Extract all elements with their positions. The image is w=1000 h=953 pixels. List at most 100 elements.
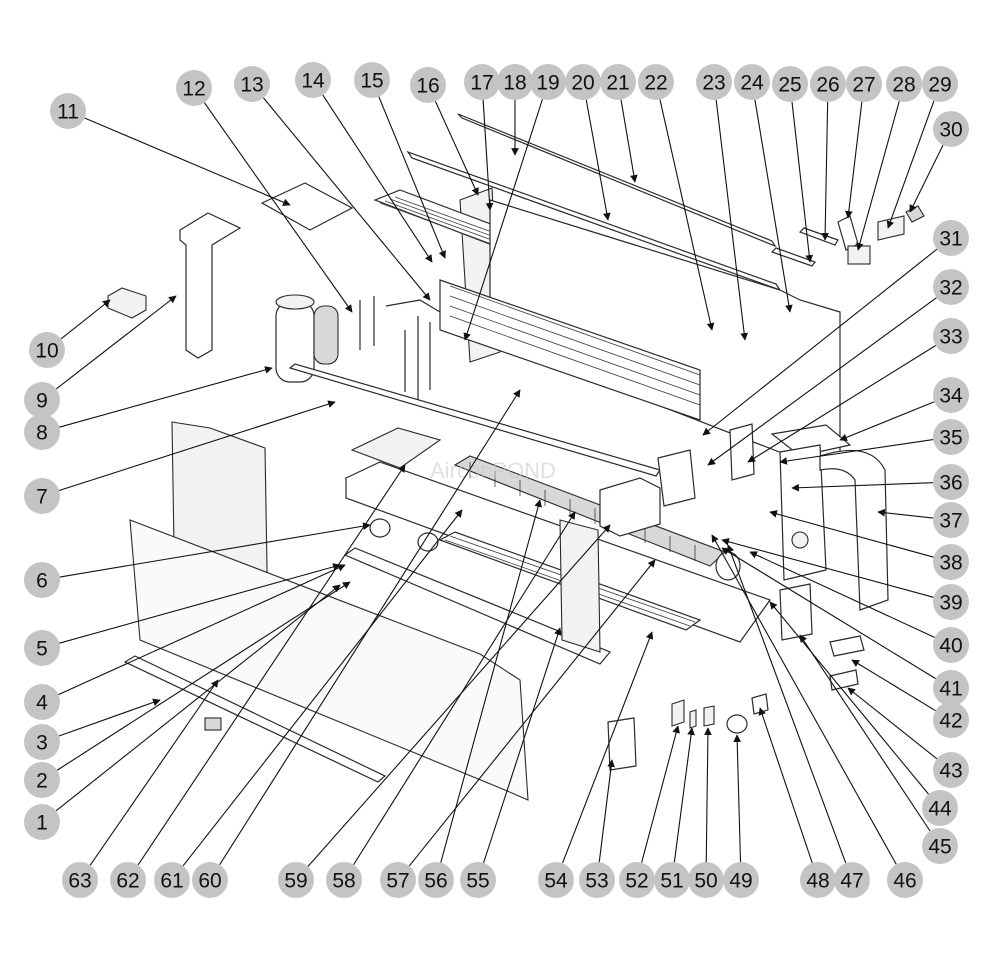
callout-circle-11 [50, 93, 86, 129]
part-control-bar [123, 655, 387, 783]
part-50 [703, 705, 715, 727]
callout-48: 48 [800, 862, 836, 898]
callout-38: 38 [933, 544, 969, 580]
callout-number-5: 5 [36, 638, 48, 661]
callout-21: 21 [600, 64, 636, 100]
callout-13: 13 [234, 66, 270, 102]
callout-circle-46 [887, 862, 923, 898]
callout-61: 61 [154, 862, 190, 898]
callout-circle-4 [24, 684, 60, 720]
callout-number-10: 10 [35, 340, 58, 363]
part-relay-41 [829, 635, 865, 657]
callout-number-35: 35 [939, 427, 962, 450]
callout-8: 8 [24, 414, 60, 450]
leader-line-7 [58, 400, 336, 492]
callout-number-40: 40 [939, 635, 962, 658]
callout-circle-53 [579, 862, 615, 898]
callout-circle-59 [278, 862, 314, 898]
part-right-side-cover [819, 449, 889, 611]
leader-line-43 [847, 687, 938, 760]
callout-number-54: 54 [544, 870, 568, 893]
leader-line-27 [844, 101, 863, 219]
callout-circle-8 [24, 414, 60, 450]
callout-51: 51 [654, 862, 690, 898]
callout-circle-20 [565, 64, 601, 100]
callout-number-34: 34 [939, 385, 963, 408]
leader-line-53 [598, 759, 615, 863]
leader-line-58 [353, 511, 576, 866]
callout-circle-63 [62, 862, 98, 898]
callout-circle-36 [933, 464, 969, 500]
part-pipes [359, 296, 441, 400]
leader-line-10 [60, 299, 111, 340]
callout-number-63: 63 [68, 870, 91, 893]
callout-2: 2 [24, 762, 60, 798]
callout-30: 30 [933, 111, 969, 147]
callout-32: 32 [933, 269, 969, 305]
leader-line-3 [58, 698, 161, 737]
callout-circle-9 [24, 382, 60, 418]
callout-26: 26 [810, 66, 846, 102]
leader-line-24 [754, 99, 793, 313]
leader-line-1 [55, 584, 341, 812]
callout-circle-42 [933, 702, 969, 738]
part-right-panel [779, 444, 827, 581]
part-strip-2 [798, 227, 839, 246]
callout-57: 57 [380, 862, 416, 898]
leader-line-45 [799, 634, 931, 832]
callout-number-4: 4 [36, 692, 48, 715]
leader-line-6 [59, 522, 371, 578]
callout-39: 39 [933, 584, 969, 620]
callout-31: 31 [933, 220, 969, 256]
leader-line-28 [856, 101, 900, 251]
callout-number-19: 19 [536, 72, 559, 95]
callout-circle-45 [922, 828, 958, 864]
callout-number-46: 46 [893, 870, 916, 893]
leader-line-9 [55, 295, 177, 390]
leader-lines [55, 94, 944, 867]
callout-number-1: 1 [36, 812, 48, 835]
callout-circle-44 [922, 790, 958, 826]
callout-54: 54 [538, 862, 574, 898]
part-48 [751, 693, 769, 715]
callout-circle-40 [933, 627, 969, 663]
callout-number-39: 39 [939, 592, 962, 615]
callout-22: 22 [638, 64, 674, 100]
part-strip-1 [770, 247, 816, 267]
callout-circle-52 [619, 862, 655, 898]
callout-7: 7 [24, 478, 60, 514]
callout-16: 16 [410, 67, 446, 103]
leader-line-35 [779, 439, 934, 465]
leader-line-5 [59, 563, 341, 644]
callout-47: 47 [834, 862, 870, 898]
callout-52: 52 [619, 862, 655, 898]
leader-line-48 [758, 707, 813, 864]
part-front-slat [343, 547, 611, 665]
callout-circle-2 [24, 762, 60, 798]
callout-circle-48 [800, 862, 836, 898]
part-52 [671, 699, 685, 727]
callout-circle-25 [772, 66, 808, 102]
callout-33: 33 [933, 318, 969, 354]
callout-number-57: 57 [386, 870, 409, 893]
callout-5: 5 [24, 630, 60, 666]
callout-number-31: 31 [939, 228, 962, 251]
callout-6: 6 [24, 562, 60, 598]
callout-number-12: 12 [182, 78, 205, 101]
callout-number-6: 6 [36, 570, 48, 593]
callout-59: 59 [278, 862, 314, 898]
part-electrical-box [599, 477, 661, 537]
part-right-bracket [770, 424, 852, 457]
callout-circle-19 [530, 64, 566, 100]
callout-number-28: 28 [892, 74, 915, 97]
callout-number-47: 47 [840, 870, 863, 893]
callout-circle-35 [933, 419, 969, 455]
part-foam-1 [369, 518, 391, 538]
callout-19: 19 [530, 64, 566, 100]
parts-group [107, 113, 925, 801]
callout-circle-58 [326, 862, 362, 898]
callout-3: 3 [24, 724, 60, 760]
callout-number-2: 2 [36, 770, 48, 793]
leader-line-57 [408, 559, 656, 867]
